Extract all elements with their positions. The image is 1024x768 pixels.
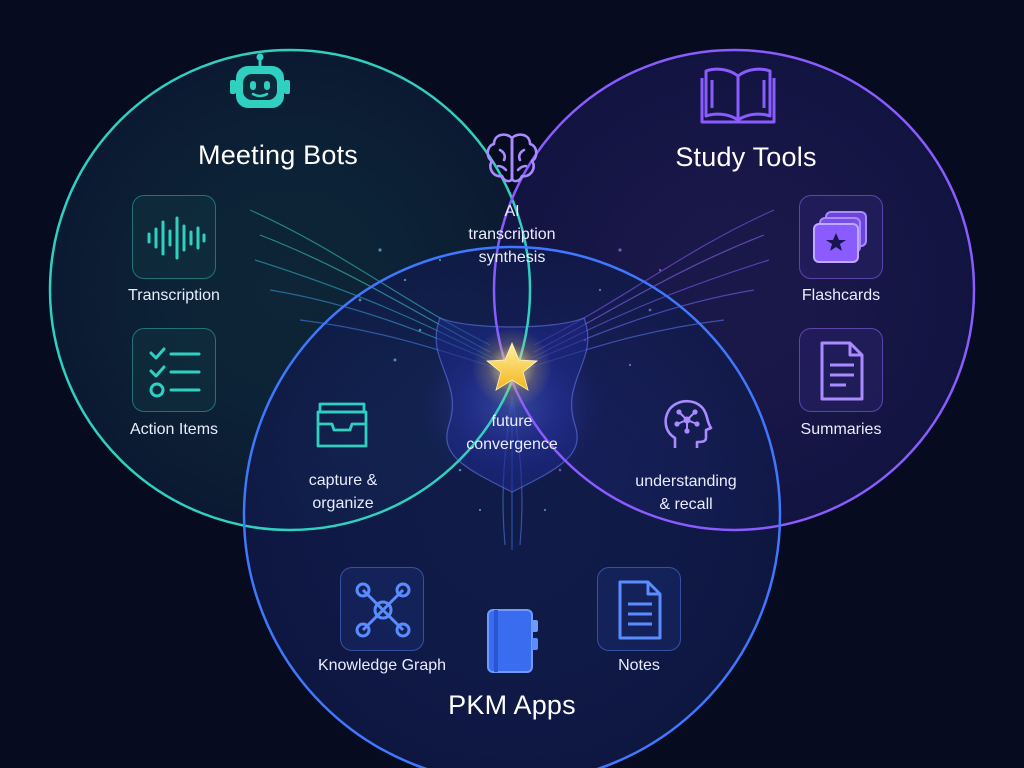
network-graph-icon (355, 582, 411, 638)
note-page-icon (618, 580, 662, 640)
inbox-tray-icon (316, 402, 368, 448)
flashcards-label: Flashcards (801, 287, 881, 304)
flashcards-icon (813, 211, 867, 263)
meeting-bots-outline (48, 48, 532, 532)
pkm-apps-outline (242, 245, 782, 768)
checklist-icon (149, 347, 201, 398)
study-tools-outline (492, 48, 976, 532)
document-icon (820, 341, 864, 401)
ai-synthesis-line2: transcription (468, 226, 556, 243)
capture-organize-line1: capture & (308, 472, 378, 489)
understanding-recall-line1: understanding (635, 473, 737, 490)
notes-label: Notes (618, 657, 660, 674)
waveform-icon (147, 216, 206, 260)
summaries-tile (799, 328, 883, 412)
meeting-bots-title: Meeting Bots (198, 140, 358, 170)
robot-icon (230, 53, 290, 108)
pkm-apps-title: PKM Apps (448, 690, 576, 720)
knowledge-graph-tile (340, 567, 424, 651)
future-convergence-line2: convergence (466, 436, 558, 453)
action-items-label: Action Items (129, 421, 219, 438)
ai-synthesis-line1: AI (504, 203, 520, 220)
understanding-recall-line2: & recall (659, 496, 713, 513)
knowledge-graph-label: Knowledge Graph (317, 657, 447, 674)
action-items-tile (132, 328, 216, 412)
transcription-label: Transcription (128, 287, 220, 304)
brain-icon (486, 133, 538, 183)
capture-organize-line2: organize (312, 495, 374, 512)
notebook-icon (487, 609, 538, 673)
transcription-tile (132, 195, 216, 279)
head-network-icon (664, 399, 713, 448)
study-tools-title: Study Tools (675, 142, 817, 172)
future-convergence-line1: future (491, 413, 533, 430)
open-book-icon (700, 67, 776, 124)
summaries-label: Summaries (800, 421, 882, 438)
notes-tile (597, 567, 681, 651)
ai-synthesis-line3: synthesis (478, 249, 546, 266)
star-icon (485, 341, 539, 391)
flashcards-tile (799, 195, 883, 279)
